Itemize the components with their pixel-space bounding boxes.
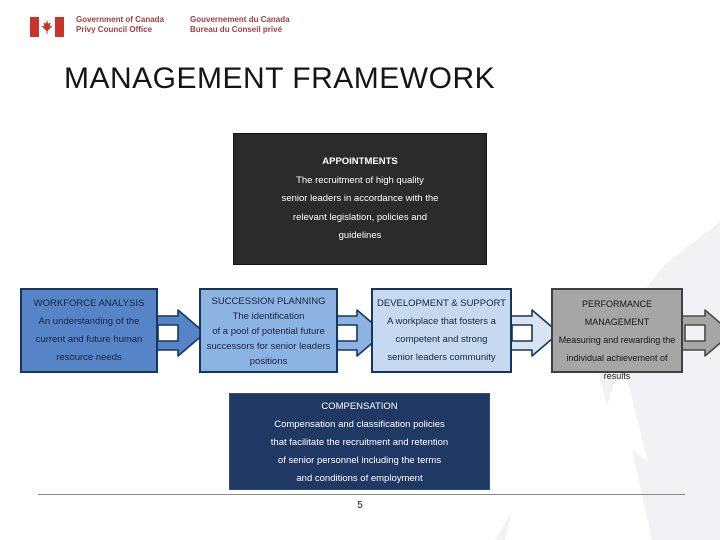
flow-box-line: individual achievement of (566, 353, 668, 363)
flow-box-line: The identification (232, 311, 305, 322)
flow-box-workforce-analysis: WORKFORCE ANALYSIS An understanding of t… (20, 288, 158, 373)
page-title: MANAGEMENT FRAMEWORK (64, 62, 496, 95)
flow-box-line: resource needs (56, 352, 122, 363)
flow-box-development-support: DEVELOPMENT & SUPPORT A workplace that f… (371, 288, 512, 373)
compensation-line: that facilitate the recruitment and rete… (270, 437, 449, 448)
page-number: 5 (357, 500, 363, 511)
compensation-heading: COMPENSATION (321, 401, 398, 412)
flow-box-heading: PERFORMANCE MANAGEMENT (581, 299, 652, 327)
flow-box-line: Measuring and rewarding the (558, 335, 676, 345)
appointments-box: APPOINTMENTS The recruitment of high qua… (233, 133, 487, 265)
appointments-line: guidelines (338, 230, 382, 241)
flow-box-line: current and future human (35, 334, 143, 345)
appointments-line: senior leaders in accordance with the (281, 193, 439, 204)
flow-box-heading: DEVELOPMENT & SUPPORT (377, 298, 506, 309)
goc-signature: Government of Canada Privy Council Offic… (30, 15, 316, 37)
flow-box-line: of a pool of potential future (212, 326, 325, 337)
flow-box-performance-management: PERFORMANCE MANAGEMENT Measuring and rew… (551, 288, 683, 381)
flow-box-line: positions (249, 356, 288, 367)
compensation-line: and conditions of employment (296, 473, 423, 484)
signature-text-en: Government of Canada Privy Council Offic… (76, 15, 165, 34)
compensation-box: COMPENSATION Compensation and classifica… (229, 393, 490, 490)
flow-box-line: A workplace that fosters a (387, 316, 496, 327)
flow-box-line: senior leaders community (387, 352, 496, 363)
appointments-heading: APPOINTMENTS (322, 156, 398, 167)
flow-box-line: successors for senior leaders (206, 341, 331, 352)
signature-text-fr: Gouvernement du Canada Bureau du Conseil… (190, 15, 290, 34)
compensation-line: Compensation and classification policies (274, 419, 445, 430)
canada-flag-icon (30, 17, 64, 37)
flow-box-heading: SUCCESSION PLANNING (211, 296, 326, 307)
appointments-line: The recruitment of high quality (296, 174, 424, 186)
footer-divider (38, 494, 685, 495)
compensation-line: of senior personnel including the terms (277, 455, 442, 466)
flow-box-line: An understanding of the (38, 316, 140, 327)
flow-box-line: competent and strong (395, 334, 488, 345)
flow-box-line: results (603, 371, 631, 381)
flow-box-heading: WORKFORCE ANALYSIS (33, 298, 145, 309)
flow-box-succession-planning: SUCCESSION PLANNING The identification o… (199, 288, 338, 373)
appointments-line: relevant legislation, policies and (292, 211, 428, 223)
